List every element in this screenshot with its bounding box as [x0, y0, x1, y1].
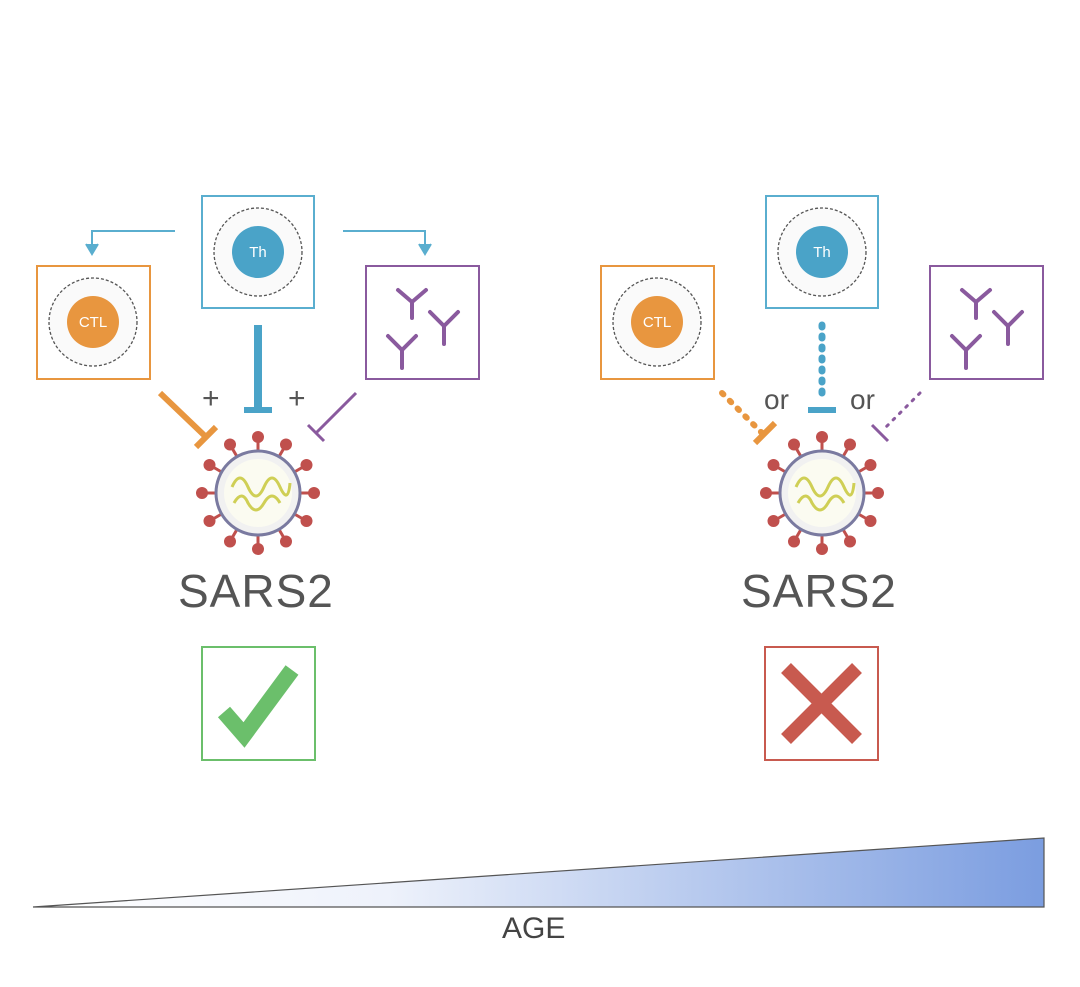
virus-spike — [252, 431, 264, 443]
check-mark-icon — [217, 665, 299, 748]
virus-spike — [203, 459, 216, 471]
virus-spike — [844, 438, 856, 451]
virus-spike — [816, 543, 828, 555]
left-th-cell: Th — [201, 195, 315, 309]
virus-spike — [864, 515, 877, 527]
age-gradient-wedge — [32, 837, 1045, 908]
virus-spike — [872, 487, 884, 499]
right-ctl-cell: CTL — [600, 265, 715, 380]
virus-spike — [203, 515, 216, 527]
left-sars2-label: SARS2 — [178, 565, 334, 617]
left-antibody-box — [365, 265, 480, 380]
right-or-1: or — [764, 384, 789, 415]
virus-spike — [308, 487, 320, 499]
antibody-icon — [950, 288, 1024, 370]
virus-spike — [224, 438, 236, 451]
left-th-label: Th — [249, 244, 267, 261]
virus-spike — [788, 535, 800, 548]
virus-spike — [280, 438, 292, 451]
virus-spike — [844, 535, 856, 548]
virus-spike — [760, 487, 772, 499]
age-axis-label: AGE — [502, 912, 566, 945]
virus-spike — [252, 543, 264, 555]
right-sars2-label: SARS2 — [741, 565, 897, 617]
virus-spike — [767, 459, 780, 471]
right-antibody-box — [929, 265, 1044, 380]
left-plus-1: + — [202, 382, 220, 415]
cross-mark-icon — [781, 663, 862, 744]
virus-spike — [300, 459, 313, 471]
virus-spike — [280, 535, 292, 548]
right-th-label: Th — [813, 244, 831, 261]
left-plus-2: + — [288, 382, 306, 415]
left-panel: Th CTL — [36, 195, 480, 555]
right-ctl-label: CTL — [643, 314, 671, 331]
left-ctl-cell: CTL — [36, 265, 151, 380]
right-or-2: or — [850, 384, 875, 415]
virus-spike — [300, 515, 313, 527]
left-ctl-label: CTL — [79, 314, 107, 331]
right-dotted-inhibition-lines — [719, 321, 922, 446]
virus-spike — [788, 438, 800, 451]
right-virus-icon — [760, 431, 884, 555]
virus-spike — [224, 535, 236, 548]
left-th-arrows — [85, 230, 432, 256]
left-inhibition-lines — [157, 325, 358, 450]
virus-spike — [196, 487, 208, 499]
right-panel: Th CTL — [600, 195, 1044, 555]
antibody-icon — [386, 288, 460, 370]
cross-outcome-box — [764, 646, 879, 761]
virus-spike — [816, 431, 828, 443]
virus-spike — [767, 515, 780, 527]
check-outcome-box — [201, 646, 316, 761]
left-virus-icon — [196, 431, 320, 555]
right-th-cell: Th — [765, 195, 879, 309]
virus-spike — [864, 459, 877, 471]
